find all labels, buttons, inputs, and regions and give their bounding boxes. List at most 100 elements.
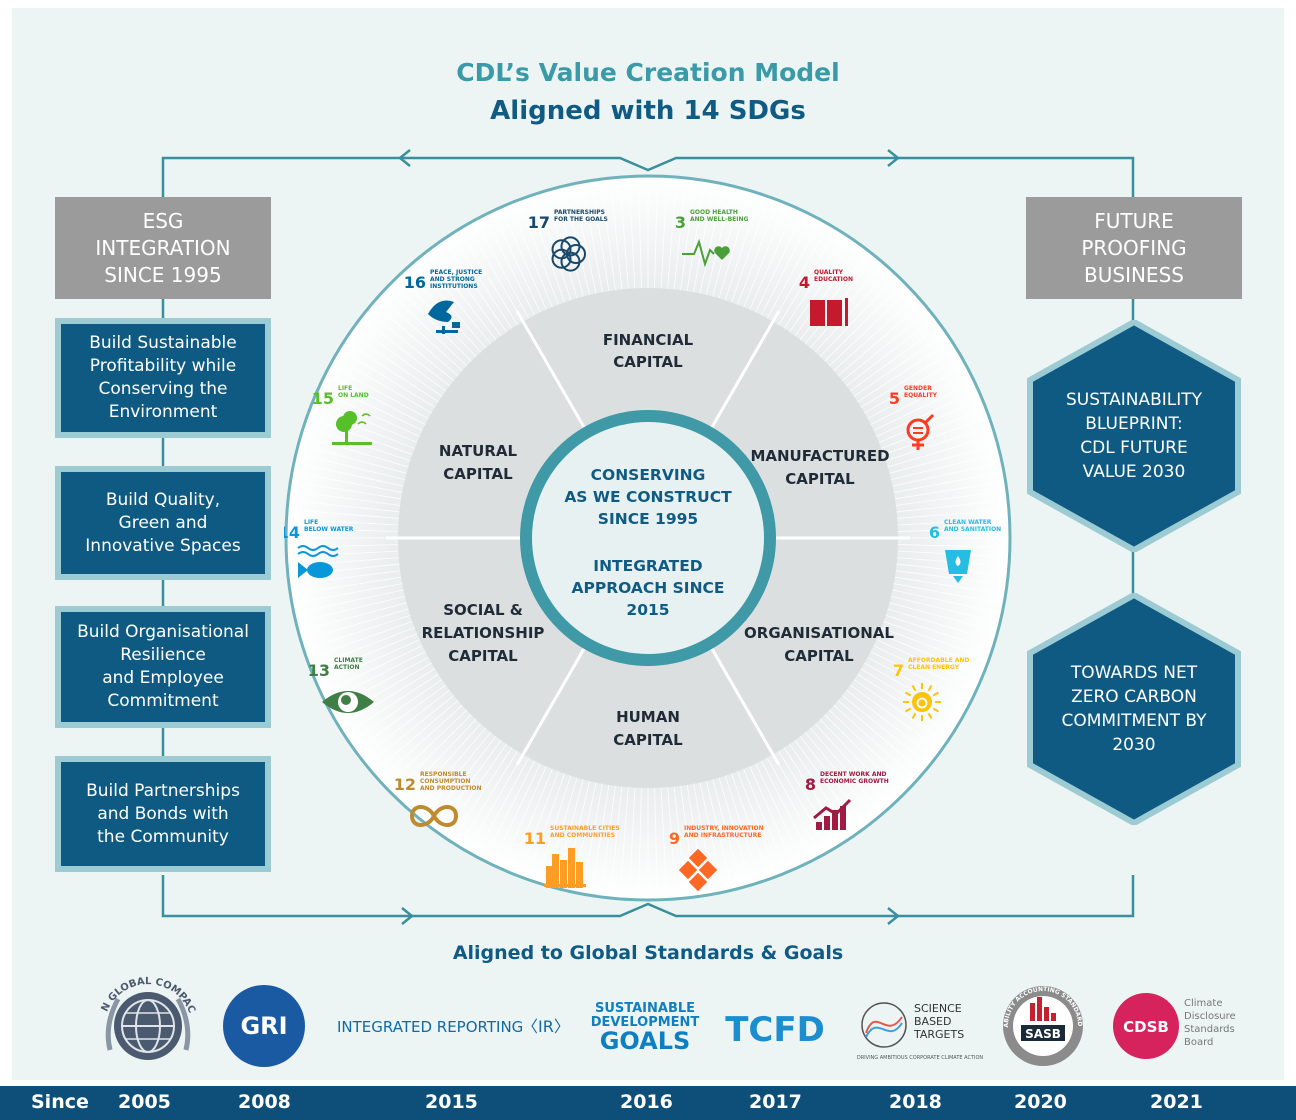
- cdsb-l2: Disclosure: [1184, 1011, 1236, 1022]
- sdg-number: 14: [284, 523, 300, 542]
- subtitle: Aligned with 14 SDGs: [490, 96, 806, 126]
- fish-icon: [297, 545, 339, 578]
- years-bar: [0, 1086, 1296, 1120]
- sbt-l2: BASED: [914, 1015, 951, 1028]
- sdg-label: AFFORDABLE AND: [908, 657, 969, 664]
- cdsb-logo: CDSB Climate Disclosure Standards Board: [1113, 993, 1236, 1059]
- sdg-label: CLIMATE: [334, 657, 363, 664]
- capital-divider: [515, 310, 590, 435]
- hexagon-net-zero-text: TOWARDS NET ZERO CARBON COMMITMENT BY 20…: [1061, 663, 1207, 755]
- sdg-label: QUALITY: [814, 269, 844, 276]
- value-wheel: CONSERVING AS WE CONSTRUCT SINCE 1995 IN…: [284, 174, 1012, 902]
- sdg-number: 7: [893, 661, 904, 680]
- sbt-l3: TARGETS: [913, 1028, 964, 1041]
- financial-capital-l1: FINANCIAL: [603, 331, 694, 349]
- sdg-label: EQUALITY: [904, 392, 938, 399]
- manufactured-capital-l1: MANUFACTURED: [750, 447, 889, 465]
- sdg-goal-14: 14LIFEBELOW WATER: [284, 519, 354, 578]
- hexagon-blueprint-shape: [1027, 320, 1241, 552]
- tcfd-logo: TCFD: [725, 1010, 825, 1050]
- sdg-label: AND WELL-BEING: [690, 216, 749, 223]
- sdg-logo: SUSTAINABLE DEVELOPMENT GOALS: [591, 1001, 700, 1055]
- center-line-1: CONSERVING: [591, 466, 706, 484]
- esg-integration-header: ESG INTEGRATION SINCE 1995: [55, 197, 271, 299]
- sasb-text: SASB: [1025, 1027, 1061, 1041]
- sdg-label: INDUSTRY, INNOVATION: [684, 825, 764, 832]
- cdsb-l1: Climate: [1184, 998, 1222, 1009]
- human-capital-l2: CAPITAL: [613, 731, 683, 749]
- natural-capital-l1: NATURAL: [439, 442, 518, 460]
- center-circle: [520, 410, 776, 666]
- sdg-label: PEACE, JUSTICE: [430, 269, 482, 276]
- future-proofing-header: FUTURE PROOFING BUSINESS: [1026, 197, 1242, 299]
- sdg-number: 5: [889, 389, 900, 408]
- sdg-number: 4: [799, 273, 810, 292]
- center-line-5: APPROACH SINCE: [571, 579, 724, 597]
- sdg-number: 8: [805, 775, 816, 794]
- sdg-label: GENDER: [904, 385, 932, 392]
- goal-box-quality-spaces: Build Quality, Green and Innovative Spac…: [55, 466, 271, 580]
- capital-divider: [706, 641, 781, 766]
- year-2015: 2015: [425, 1091, 478, 1113]
- cdsb-text: CDSB: [1123, 1018, 1169, 1036]
- sdg-label: AND SANITATION: [944, 526, 1001, 533]
- sdg-label: AND STRONG: [430, 276, 475, 283]
- year-2017: 2017: [749, 1091, 802, 1113]
- sdg-label: PARTNERSHIPS: [554, 209, 605, 216]
- gender-icon: [906, 413, 935, 450]
- city-icon: [544, 848, 586, 888]
- heartbeat-icon: [682, 238, 730, 268]
- infinity-icon: [409, 805, 459, 827]
- sdg-label: FOR THE GOALS: [554, 216, 608, 223]
- sdg-label: AND INFRASTRUCTURE: [684, 832, 761, 839]
- sdg-label: AND COMMUNITIES: [550, 832, 615, 839]
- organisational-capital-l2: CAPITAL: [784, 647, 854, 665]
- cubes-icon: [677, 847, 719, 893]
- un-global-compact-logo: UN GLOBAL COMPACT: [0, 975, 197, 1060]
- sdg-label: DECENT WORK AND: [820, 771, 887, 778]
- year-2008: 2008: [238, 1091, 291, 1113]
- sdg-label: ON LAND: [338, 392, 369, 399]
- ir-mark: 〈IR〉: [522, 1017, 570, 1036]
- year-2021: 2021: [1150, 1091, 1203, 1113]
- sdg-label: ECONOMIC GROWTH: [820, 778, 889, 785]
- sdg-label: BELOW WATER: [304, 526, 354, 533]
- sdg-logo-l2: DEVELOPMENT: [591, 1015, 700, 1030]
- sdg-logo-l1: SUSTAINABLE: [595, 1001, 695, 1016]
- sdg-label: INSTITUTIONS: [430, 283, 478, 290]
- capital-divider: [515, 641, 590, 766]
- sdg-logo-l3: GOALS: [600, 1027, 691, 1055]
- sdg-number: 16: [404, 273, 426, 292]
- center-line-2: AS WE CONSTRUCT: [564, 488, 732, 506]
- sdg-number: 11: [524, 829, 546, 848]
- sdg-label: SUSTAINABLE CITIES: [550, 825, 620, 832]
- center-line-4: INTEGRATED: [593, 557, 703, 575]
- manufactured-capital-l2: CAPITAL: [785, 470, 855, 488]
- sun-power-icon: [903, 683, 941, 721]
- year-2018: 2018: [889, 1091, 942, 1113]
- sdg-label: GOOD HEALTH: [690, 209, 738, 216]
- standards-title: Aligned to Global Standards & Goals: [452, 942, 844, 964]
- year-2016: 2016: [620, 1091, 673, 1113]
- sdg-label: CONSUMPTION: [420, 778, 471, 785]
- sdg-number: 17: [528, 213, 550, 232]
- ir-text: INTEGRATED REPORTING: [337, 1018, 523, 1036]
- sdg-number: 15: [312, 389, 334, 408]
- flower-icon: [551, 236, 586, 272]
- center-line-6: 2015: [626, 601, 669, 619]
- organisational-capital-l1: ORGANISATIONAL: [744, 624, 894, 642]
- social-capital-l3: CAPITAL: [448, 647, 518, 665]
